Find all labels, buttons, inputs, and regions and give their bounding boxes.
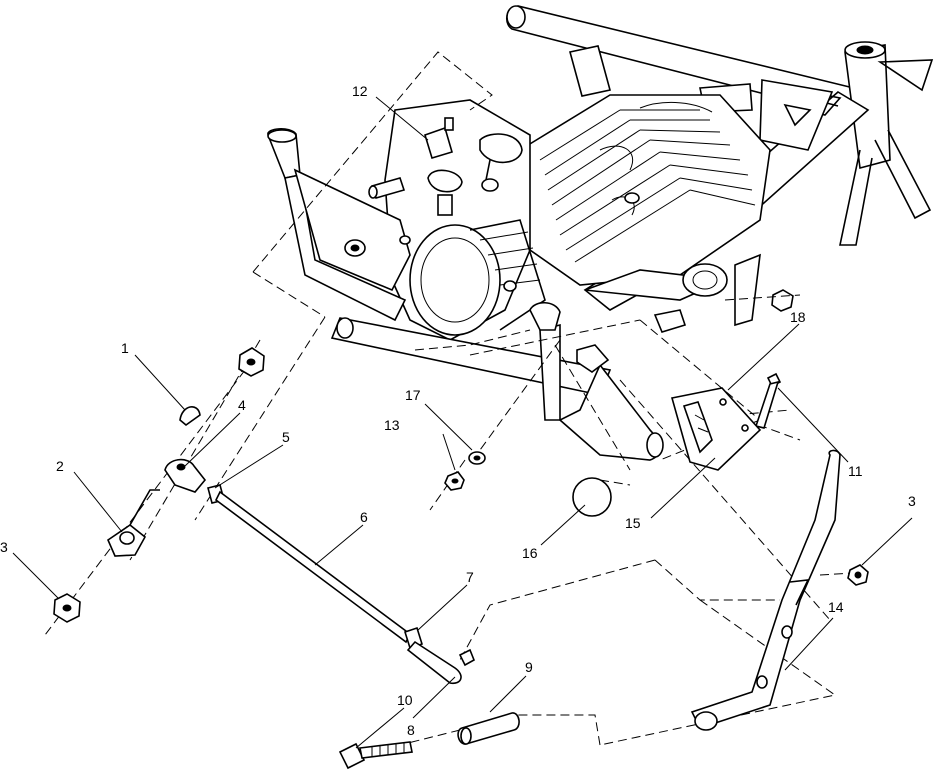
callout-13: 13 xyxy=(384,417,400,433)
loose-parts xyxy=(53,347,869,770)
callout-7: 7 xyxy=(466,569,474,585)
callout-10: 10 xyxy=(397,692,413,708)
callout-8: 8 xyxy=(407,722,415,738)
callout-11: 11 xyxy=(848,463,863,479)
callout-12: 12 xyxy=(352,83,368,99)
callout-6: 6 xyxy=(360,509,368,525)
part-14-shift-lever xyxy=(690,449,841,729)
part-8-rod-end xyxy=(406,640,462,685)
part-16-shift-knob xyxy=(572,477,612,517)
part-6-shift-rod xyxy=(214,490,412,644)
callout-14: 14 xyxy=(828,599,844,615)
callout-9: 9 xyxy=(525,659,533,675)
frame-engine-assembly xyxy=(267,5,934,461)
callout-16: 16 xyxy=(522,545,538,561)
callout-3-left: 3 xyxy=(0,539,8,555)
callout-2: 2 xyxy=(56,458,64,474)
callout-17: 17 xyxy=(405,387,421,403)
callout-15: 15 xyxy=(625,515,641,531)
leader-lines xyxy=(12,96,913,749)
callout-1: 1 xyxy=(121,340,129,356)
callout-5: 5 xyxy=(282,429,290,445)
callout-18: 18 xyxy=(790,309,806,325)
part-4-rod-end xyxy=(164,458,207,493)
callout-4: 4 xyxy=(238,397,246,413)
callout-3-right: 3 xyxy=(908,493,916,509)
part-1-cotter-key xyxy=(179,406,201,427)
callout-labels: 1 2 3 4 5 6 7 8 9 10 11 12 13 14 15 16 1… xyxy=(0,83,916,738)
part-9-spacer xyxy=(457,712,520,745)
part-10-bolt xyxy=(338,742,366,770)
